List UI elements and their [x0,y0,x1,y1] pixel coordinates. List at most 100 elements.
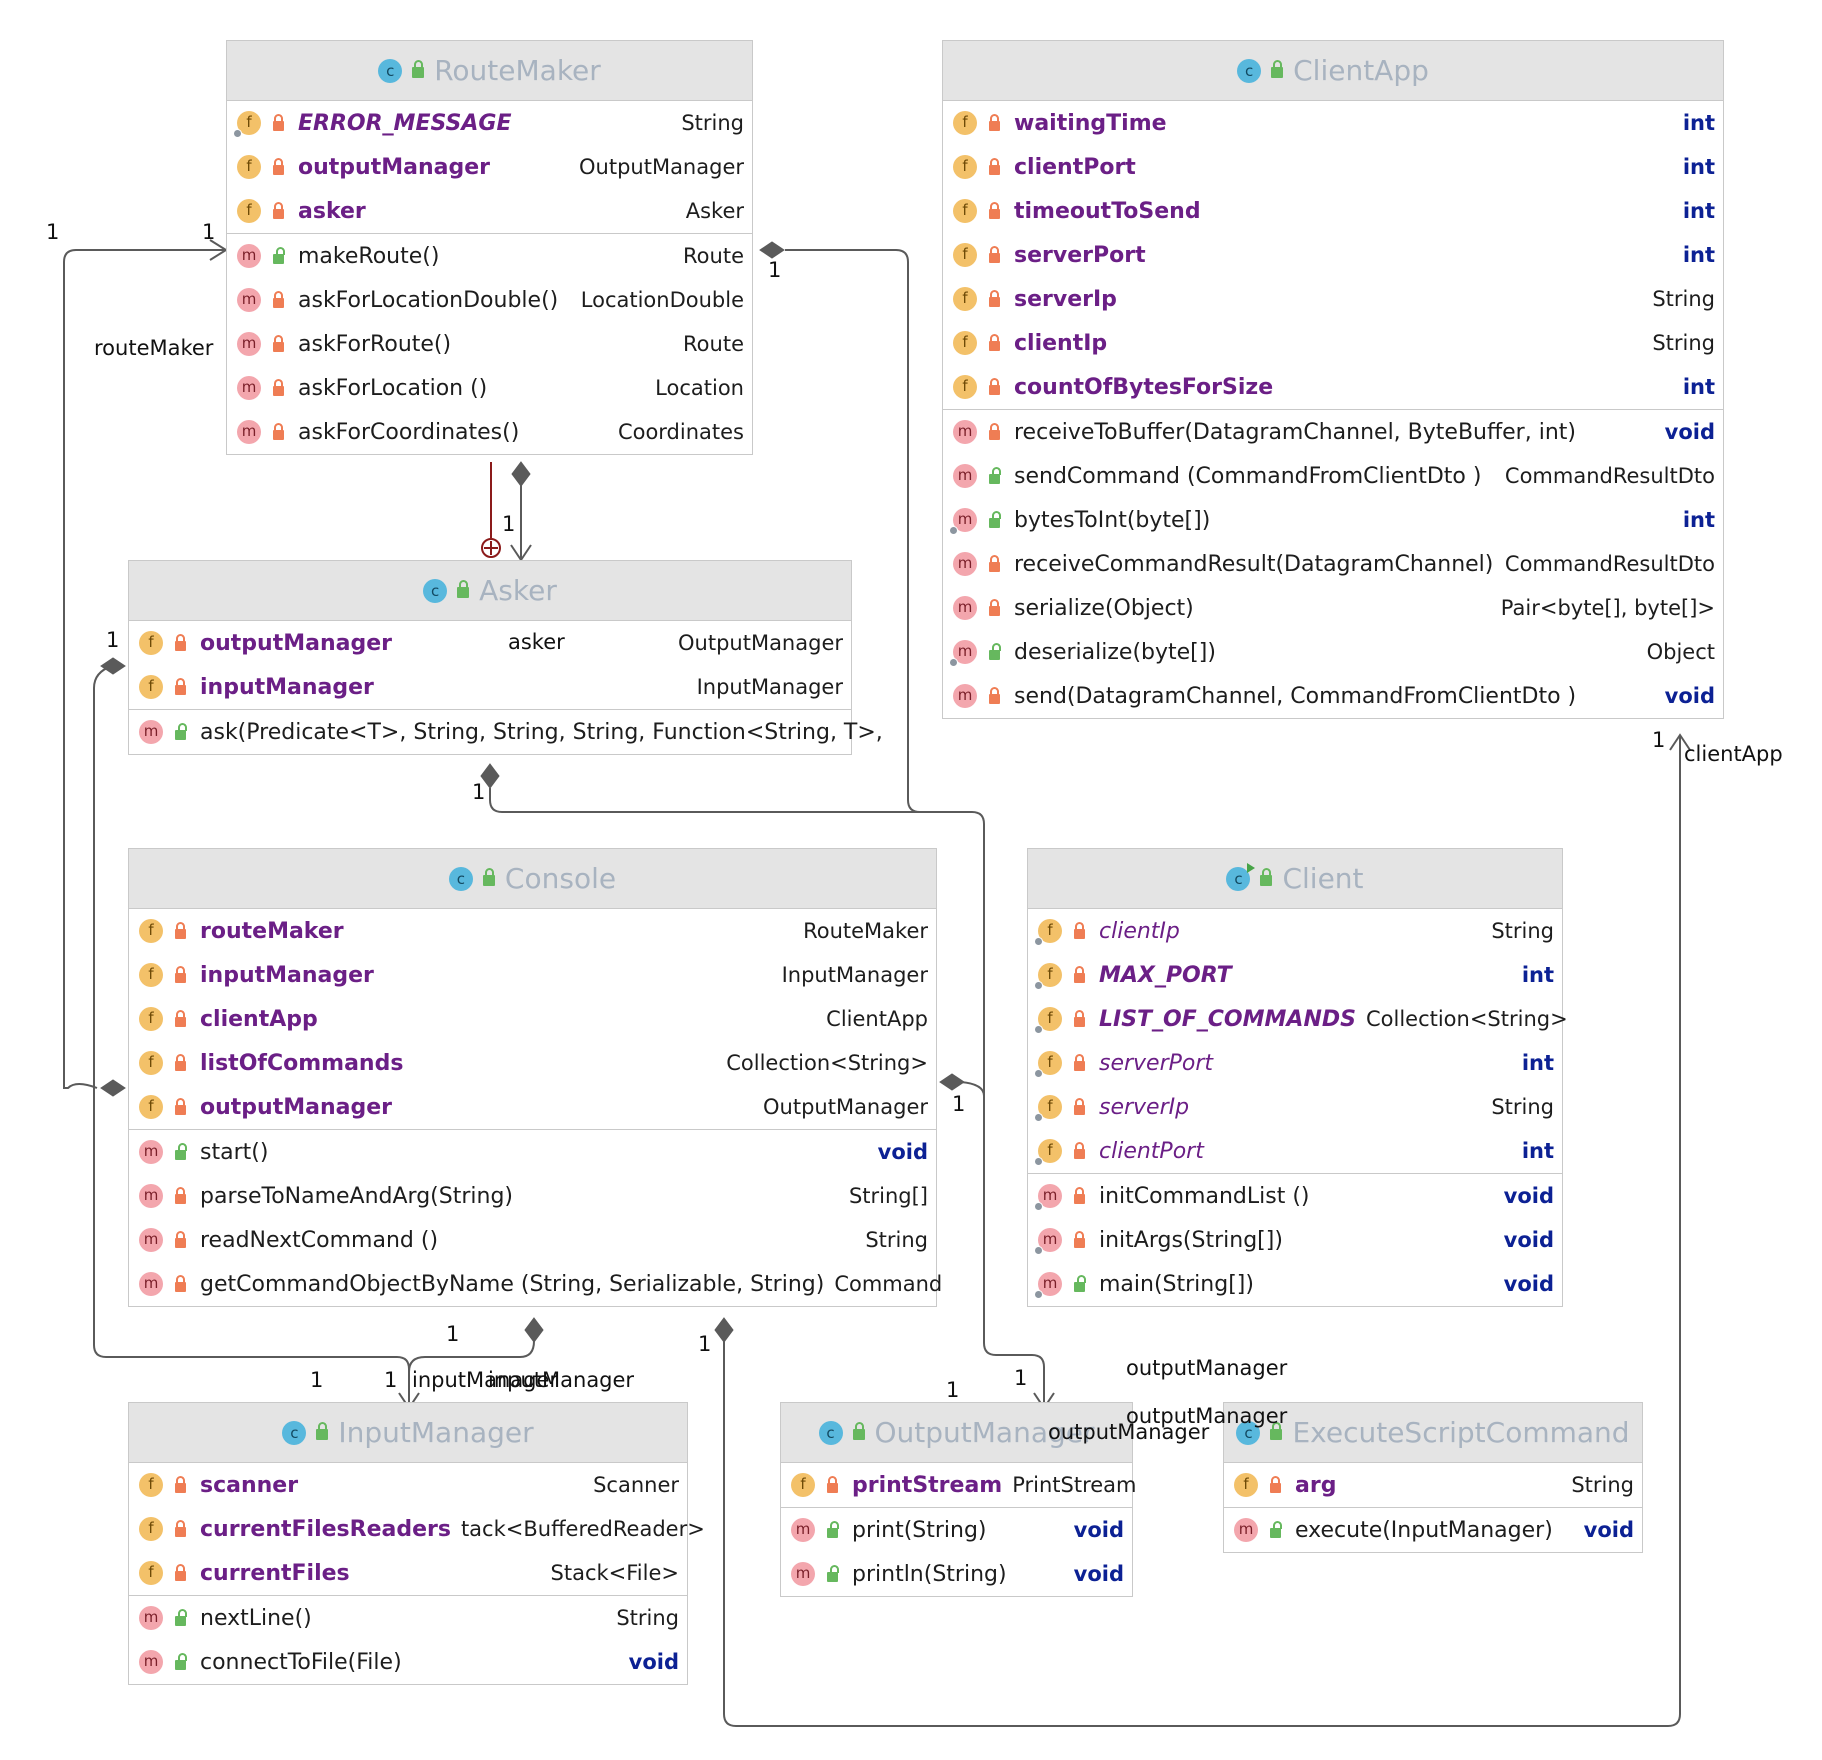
field-type: int [1682,111,1715,135]
method-row[interactable]: m deserialize(byte[]) Object [943,630,1723,674]
field-row[interactable]: f clientIp String [943,321,1723,365]
method-row[interactable]: m askForLocationDouble() LocationDouble [227,278,752,322]
method-return-type: Location [655,376,744,400]
diamond-asker-inputmanager [100,657,126,675]
method-row[interactable]: m readNextCommand () String [129,1218,936,1262]
method-row[interactable]: m println(String) void [781,1552,1132,1596]
field-row[interactable]: f serverIp String [1028,1085,1562,1129]
multiplicity-label: 1 [768,258,782,282]
method-icon: m [791,1562,815,1586]
field-name: currentFiles [200,1560,350,1586]
public-icon [1271,60,1284,78]
field-row[interactable]: f currentFilesReaders tack<BufferedReade… [129,1507,705,1551]
public-lock-icon [827,1565,839,1582]
field-row[interactable]: f outputManager OutputManager [227,145,752,189]
method-name: askForCoordinates() [298,419,520,445]
method-icon: m [139,1184,163,1208]
field-row[interactable]: f clientIp String [1028,909,1562,953]
field-icon: f [953,111,977,135]
method-row[interactable]: m askForLocation () Location [227,366,752,410]
class-title: RouteMaker [434,54,601,87]
field-row[interactable]: f printStream PrintStream [781,1463,1137,1507]
method-row[interactable]: m initCommandList () void [1028,1174,1562,1218]
field-row[interactable]: f outputManager OutputManager [129,621,851,665]
method-row[interactable]: m askForCoordinates() Coordinates [227,410,752,454]
field-row[interactable]: f outputManager OutputManager [129,1085,936,1129]
field-row[interactable]: f listOfCommands Collection<String> [129,1041,936,1085]
field-row[interactable]: f clientApp ClientApp [129,997,936,1041]
method-row[interactable]: m start() void [129,1130,936,1174]
method-name: sendCommand (CommandFromClientDto ) [1014,463,1482,489]
method-row[interactable]: m receiveCommandResult(DatagramChannel) … [943,542,1723,586]
method-return-type: void [1503,1184,1554,1208]
field-row[interactable]: f MAX_PORT int [1028,953,1562,997]
method-row[interactable]: m bytesToInt(byte[]) int [943,498,1723,542]
method-row[interactable]: m sendCommand (CommandFromClientDto ) Co… [943,454,1723,498]
method-name: getCommandObjectByName (String, Serializ… [200,1271,825,1297]
field-row[interactable]: f serverPort int [1028,1041,1562,1085]
field-icon: f [139,919,163,943]
field-type: InputManager [696,675,843,699]
class-asker[interactable]: c Asker f outputManager OutputManager f … [128,560,883,755]
field-row[interactable]: f countOfBytesForSize int [943,365,1723,409]
class-input-manager[interactable]: c InputManager f scanner Scanner f curre… [128,1402,705,1685]
class-output-manager[interactable]: c OutputManager f printStream PrintStrea… [780,1402,1137,1597]
field-row[interactable]: f ERROR_MESSAGE String [227,101,752,145]
private-lock-icon [989,202,1000,219]
class-console[interactable]: c Console f routeMaker RouteMaker f inpu… [128,848,942,1307]
method-icon: m [1034,1272,1062,1299]
diamond-routemaker-asker [511,461,531,487]
private-lock-icon [989,599,1000,616]
field-row[interactable]: f waitingTime int [943,101,1723,145]
field-row[interactable]: f asker Asker [227,189,752,233]
method-name: print(String) [852,1517,987,1543]
field-row[interactable]: f timeoutToSend int [943,189,1723,233]
method-icon: m [237,376,261,400]
method-row[interactable]: m parseToNameAndArg(String) String[] [129,1174,936,1218]
field-name: serverPort [1099,1050,1214,1076]
method-row[interactable]: m execute(InputManager) void [1224,1508,1642,1552]
class-route-maker[interactable]: c RouteMaker f ERROR_MESSAGE String f ou… [226,40,753,455]
method-row[interactable]: m ask(Predicate<T>, String, String, Stri… [129,710,883,754]
field-name: clientIp [1014,330,1108,356]
class-execute-script-command[interactable]: c ExecuteScriptCommand f arg String m ex… [1223,1402,1643,1553]
field-row[interactable]: f routeMaker RouteMaker [129,909,936,953]
field-row[interactable]: f serverIp String [943,277,1723,321]
field-row[interactable]: f clientPort int [943,145,1723,189]
method-row[interactable]: m getCommandObjectByName (String, Serial… [129,1262,942,1306]
method-icon: m [949,508,977,535]
wire-console-outputmanager [960,1081,985,1097]
private-lock-icon [989,423,1000,440]
method-row[interactable]: m connectToFile(File) void [129,1640,687,1684]
method-row[interactable]: m initArgs(String[]) void [1028,1218,1562,1262]
field-row[interactable]: f inputManager InputManager [129,953,936,997]
field-icon: f [1034,1007,1062,1034]
method-row[interactable]: m nextLine() String [129,1596,687,1640]
field-row[interactable]: f LIST_OF_COMMANDS Collection<String> [1028,997,1568,1041]
field-name: currentFilesReaders [200,1516,451,1542]
class-client[interactable]: c Client f clientIp String f MAX_PORT in… [1027,848,1568,1307]
method-name: deserialize(byte[]) [1014,639,1216,665]
field-row[interactable]: f clientPort int [1028,1129,1562,1173]
field-name: scanner [200,1472,299,1498]
method-row[interactable]: m print(String) void [781,1508,1132,1552]
method-icon: m [949,640,977,667]
method-row[interactable]: m askForRoute() Route [227,322,752,366]
method-row[interactable]: m receiveToBuffer(DatagramChannel, ByteB… [943,410,1723,454]
method-row[interactable]: m makeRoute() Route [227,234,752,278]
public-icon [482,868,495,886]
method-row[interactable]: m main(String[]) void [1028,1262,1562,1306]
field-row[interactable]: f scanner Scanner [129,1463,687,1507]
role-label-client-app: clientApp [1684,742,1783,766]
field-icon: f [1034,1139,1062,1166]
field-row[interactable]: f arg String [1224,1463,1642,1507]
field-row[interactable]: f currentFiles Stack<File> [129,1551,687,1595]
private-lock-icon [175,1275,186,1292]
class-client-app[interactable]: c ClientApp f waitingTime int f clientPo… [942,40,1724,719]
method-row[interactable]: m send(DatagramChannel, CommandFromClien… [943,674,1723,718]
method-row[interactable]: m serialize(Object) Pair<byte[], byte[]> [943,586,1723,630]
field-row[interactable]: f inputManager InputManager [129,665,851,709]
field-name: inputManager [200,674,374,700]
field-row[interactable]: f serverPort int [943,233,1723,277]
private-lock-icon [1270,1476,1281,1493]
